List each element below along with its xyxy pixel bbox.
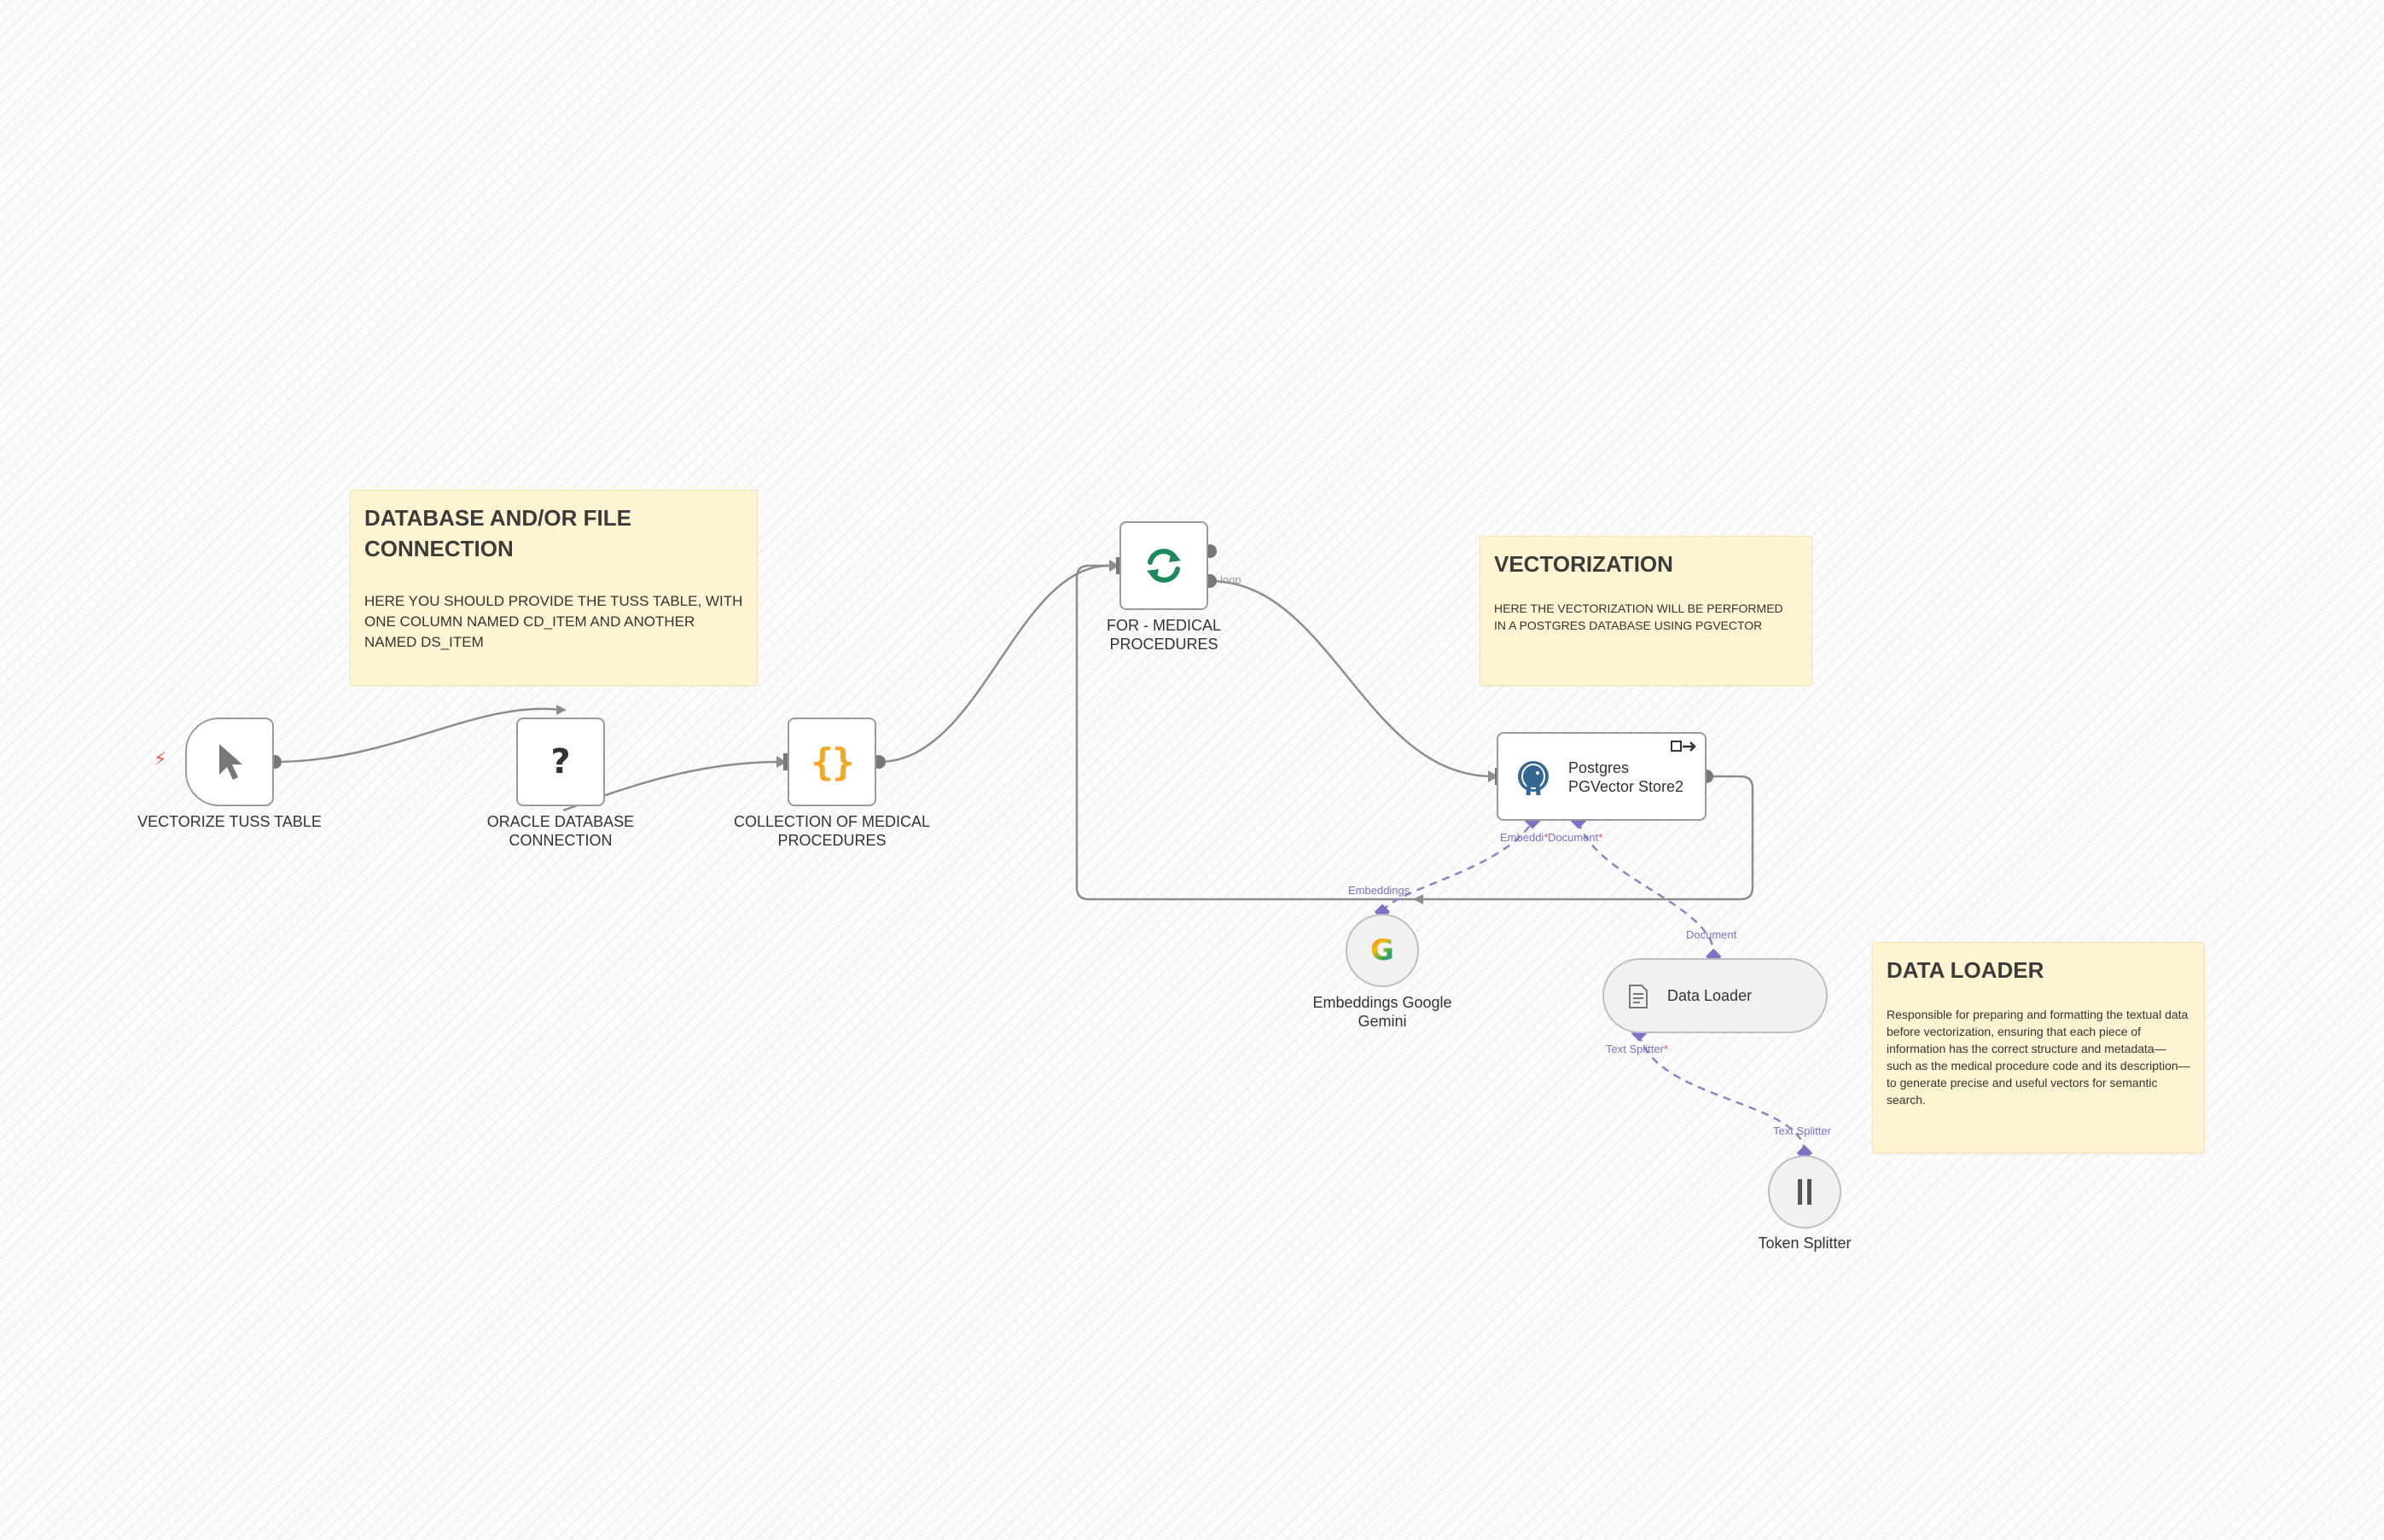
question-icon: ? bbox=[550, 742, 571, 782]
port-text: Text Splitter bbox=[1606, 1043, 1664, 1055]
port-text: Embeddi bbox=[1500, 831, 1544, 844]
refresh-icon bbox=[1147, 549, 1181, 583]
loop-port-label: loop bbox=[1220, 573, 1241, 586]
port-label-text-splitter-out: Text Splitter bbox=[1773, 1124, 1831, 1137]
cursor-icon bbox=[219, 744, 242, 780]
node-postgres-pgvector-store[interactable]: Postgres PGVector Store2 bbox=[1497, 732, 1707, 821]
ai-edge-embeddings bbox=[1381, 821, 1534, 912]
required-mark: * bbox=[1544, 831, 1549, 844]
sticky-title: DATA LOADER bbox=[1887, 957, 2044, 983]
node-embeddings-google-gemini[interactable]: G bbox=[1346, 914, 1419, 987]
sticky-title: VECTORIZATION bbox=[1494, 551, 1673, 577]
port-label-text-splitter: Text Splitter* bbox=[1606, 1043, 1668, 1055]
node-label: VECTORIZE TUSS TABLE bbox=[137, 813, 322, 830]
input-handle bbox=[783, 753, 788, 770]
edge-trigger-oracle bbox=[274, 707, 562, 764]
document-icon bbox=[1629, 985, 1648, 1008]
node-label: Token Splitter bbox=[1758, 1235, 1852, 1252]
trigger-bolt-icon: ⚡ bbox=[154, 749, 167, 770]
braces-icon: {} bbox=[811, 740, 855, 784]
google-icon: G bbox=[1370, 933, 1394, 968]
node-label: COLLECTION OF MEDICAL PROCEDURES bbox=[733, 813, 931, 849]
port-label-embedding: Embeddi* bbox=[1500, 831, 1548, 844]
sticky-note-data-loader[interactable]: DATA LOADER Responsible for preparing an… bbox=[1872, 942, 2205, 1154]
required-mark: * bbox=[1598, 831, 1603, 844]
port-label-embeddings: Embeddings bbox=[1348, 884, 1410, 897]
edge-arrow bbox=[556, 705, 567, 715]
edge-arrow bbox=[776, 756, 787, 768]
ai-edge-text-splitter bbox=[1637, 1033, 1806, 1154]
node-label: FOR - MEDICAL PROCEDURES bbox=[1106, 617, 1221, 653]
edge-arrow bbox=[1109, 560, 1119, 572]
port-label-document-in: Document bbox=[1686, 928, 1737, 941]
port-text: Document bbox=[1548, 831, 1599, 844]
sticky-note-vectorization[interactable]: VECTORIZATION HERE THE VECTORIZATION WIL… bbox=[1480, 536, 1812, 686]
node-data-loader[interactable]: Data Loader bbox=[1602, 958, 1828, 1033]
pause-bars-icon bbox=[1798, 1179, 1811, 1205]
pgvector-title-line1: Postgres bbox=[1568, 759, 1630, 776]
edge-collection-loop bbox=[878, 564, 1110, 764]
sticky-note-database[interactable]: DATABASE AND/OR FILE CONNECTION HERE YOU… bbox=[350, 490, 758, 686]
node-collection-medical-procedures[interactable]: {} bbox=[788, 718, 876, 806]
data-loader-title: Data Loader bbox=[1667, 987, 1753, 1004]
node-label: Embeddings Google Gemini bbox=[1312, 994, 1452, 1030]
edge-arrow bbox=[1488, 770, 1498, 782]
edge-loop-pgvector bbox=[1209, 579, 1494, 778]
node-label: ORACLE DATABASE CONNECTION bbox=[486, 813, 635, 849]
sticky-title: DATABASE AND/OR FILE CONNECTION bbox=[364, 505, 631, 561]
node-oracle-database-connection[interactable]: ? bbox=[516, 718, 605, 806]
sticky-body: HERE YOU SHOULD PROVIDE THE TUSS TABLE, … bbox=[364, 593, 743, 650]
node-for-medical-procedures[interactable] bbox=[1119, 521, 1208, 610]
postgres-elephant-icon bbox=[1518, 761, 1549, 796]
node-token-splitter[interactable] bbox=[1768, 1155, 1841, 1229]
edge-arrow bbox=[1413, 894, 1423, 904]
input-handle bbox=[1116, 557, 1121, 574]
pgvector-title-line2: PGVector Store2 bbox=[1568, 778, 1684, 795]
insert-arrow-icon bbox=[1671, 741, 1696, 752]
required-mark: * bbox=[1663, 1043, 1668, 1055]
node-vectorize-tuss-table[interactable] bbox=[185, 718, 274, 806]
sticky-body: HERE THE VECTORIZATION WILL BE PERFORMED… bbox=[1494, 601, 1783, 632]
port-label-document: Document* bbox=[1548, 831, 1602, 844]
sticky-body: Responsible for preparing and formatting… bbox=[1887, 1008, 2190, 1107]
